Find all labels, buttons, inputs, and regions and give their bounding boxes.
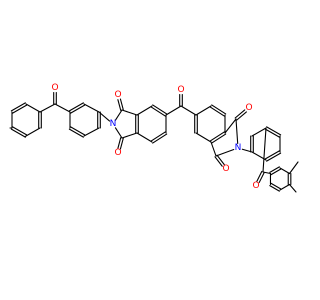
bond-g4-g5 <box>279 183 291 191</box>
bond-g5-g6-line2 <box>270 182 282 190</box>
bond-k3-g1 <box>262 171 272 175</box>
bond-n1-c1 <box>114 109 123 121</box>
bond-f5-f6-line2 <box>264 150 280 160</box>
bond-c3-n2 <box>215 148 235 157</box>
atom-o5-label: O <box>222 164 229 174</box>
bonds-layer <box>9 91 299 193</box>
bond-k3-o7-line2 <box>256 170 263 182</box>
bond-f2-f3 <box>251 127 267 137</box>
bond-e5-e6-line2 <box>211 104 227 115</box>
bond-f3-f4-line2 <box>264 128 280 138</box>
bond-f3-f4-line1 <box>266 126 282 136</box>
bond-c1-o2-line1 <box>117 99 122 111</box>
bond-e2-e3 <box>195 132 212 143</box>
bond-e5-e6-line1 <box>209 106 225 117</box>
bond-k3-o7-line1 <box>258 172 265 184</box>
bond-d2-d3 <box>136 132 153 143</box>
bond-e4-c4 <box>224 118 237 134</box>
bond-c1-o2-line2 <box>119 98 124 111</box>
bond-d5-d6-line1 <box>150 106 166 117</box>
bond-b1-b2-line1 <box>68 102 84 112</box>
bond-k1-b1 <box>54 103 71 113</box>
bond-a1-a2-line2 <box>12 104 28 114</box>
bond-b5-b6-line2 <box>70 126 86 136</box>
bond-b2-b3 <box>83 103 100 113</box>
bond-e3-e4-line2 <box>211 133 227 144</box>
bond-c4-o6-line1 <box>234 109 246 119</box>
atom-o3-label: O <box>114 148 121 158</box>
bond-a5-me2 <box>24 135 27 138</box>
bond-a1-a2-line1 <box>10 102 26 112</box>
bond-f5-f6-line1 <box>266 152 282 162</box>
bond-c4-n2 <box>235 118 239 145</box>
bond-b3-n1 <box>98 111 111 122</box>
bond-d3-d4-line1 <box>150 131 166 142</box>
bond-a3-k1 <box>39 103 56 113</box>
bond-d5-k2 <box>165 105 182 116</box>
bond-e3-e4-line1 <box>209 131 225 142</box>
bond-e6-e1 <box>195 105 212 116</box>
bond-g5-g6-line1 <box>269 185 280 192</box>
bond-g4-me4 <box>288 183 297 193</box>
bond-c2-o3-line2 <box>117 137 122 149</box>
bond-g1-g2-line2 <box>270 168 282 176</box>
bond-g3-me3 <box>288 161 299 175</box>
molecule-structure: O N O O O O O N O <box>0 0 300 300</box>
bond-g1-g2-line1 <box>269 166 280 173</box>
bond-g2-g3 <box>279 167 291 175</box>
atom-o2-label: O <box>114 90 121 100</box>
bond-c4-o6-line2 <box>236 111 247 121</box>
bond-a5-a6-line2 <box>12 126 28 136</box>
bond-a5-a6-line1 <box>10 128 26 138</box>
bond-k2-e1 <box>180 105 197 116</box>
bond-a4-a5 <box>25 127 41 137</box>
bond-c3-o5-line1 <box>216 154 225 166</box>
atom-o6-label: O <box>245 103 252 113</box>
background <box>0 0 300 300</box>
bond-b4-b5 <box>83 127 100 137</box>
atom-o4-label: O <box>177 85 184 95</box>
bond-c2-d2 <box>121 132 138 139</box>
atom-o7-label: O <box>252 181 259 191</box>
bond-e3-c3 <box>210 141 217 157</box>
bond-f3-k3 <box>262 127 267 173</box>
bond-d6-d1 <box>136 105 153 116</box>
molecule-canvas: O N O O O O O N O <box>0 0 300 300</box>
bond-d3-d4-line2 <box>152 133 168 144</box>
bond-a2-a3 <box>25 103 41 113</box>
bond-c2-o3-line1 <box>119 137 124 150</box>
bond-c3-o5-line2 <box>214 156 223 167</box>
bond-c1-d1 <box>121 109 138 116</box>
bond-n1-c2 <box>114 127 123 139</box>
bond-d5-d6-line2 <box>152 104 168 115</box>
atom-o1-label: O <box>51 83 58 93</box>
atoms-layer: O N O O O O O N O <box>51 83 259 191</box>
bond-b5-b6-line1 <box>68 128 84 138</box>
bond-b1-b2-line2 <box>70 104 86 114</box>
atom-n2-label: N <box>235 143 242 153</box>
atom-n1-label: N <box>110 119 117 129</box>
